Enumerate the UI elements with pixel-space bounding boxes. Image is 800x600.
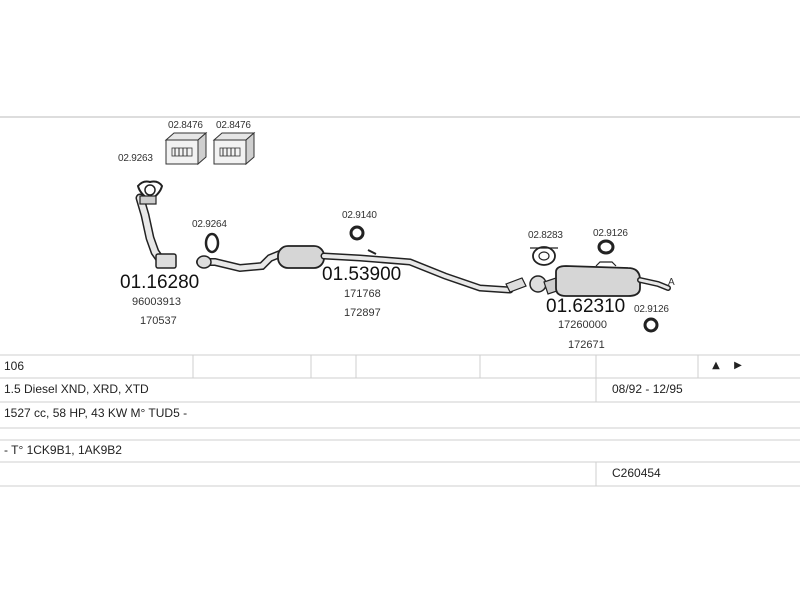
gasket-part-number-1: 02.8476: [168, 120, 203, 131]
pipe-clamp-icon: [530, 246, 558, 266]
front-pipe-part-number: 01.16280: [120, 272, 200, 293]
engine-description: 1.5 Diesel XND, XRD, XTD: [4, 382, 149, 396]
clamp-part-number: 02.8283: [528, 230, 563, 241]
production-years: 08/92 - 12/95: [612, 382, 683, 396]
engine-specs: 1527 cc, 58 HP, 43 KW M° TUD5 -: [4, 406, 188, 420]
center-pipe-oem-ref-1: 171768: [344, 288, 381, 300]
gasket-part-number-2: 02.8476: [216, 120, 251, 131]
mid-gasket-part-number: 02.9264: [192, 219, 227, 230]
info-table-grid: [0, 354, 800, 487]
rear-rubber-top-part-number: 02.9126: [593, 228, 628, 239]
rear-rubber-mount-bottom-icon: [643, 317, 659, 333]
center-pipe-oem-ref-2: 172897: [344, 307, 381, 319]
rear-silencer-oem-ref-2: 172671: [568, 339, 605, 351]
gasket-box-icon-1: [164, 131, 208, 166]
center-pipe-drawing: [196, 245, 527, 294]
oval-gasket-icon: [204, 232, 220, 254]
rear-rubber-mount-top-icon: [597, 239, 615, 255]
exhaust-end-marker: A: [668, 277, 675, 288]
rear-rubber-bottom-part-number: 02.9126: [634, 304, 669, 315]
ring-part-number: 02.9140: [342, 210, 377, 221]
rubber-ring-icon: [349, 225, 365, 241]
front-pipe-oem-ref-2: 170537: [140, 315, 177, 327]
rear-silencer-oem-ref-1: 17260000: [558, 319, 607, 331]
center-pipe-part-number: 01.53900: [322, 264, 402, 285]
kit-code: C260454: [612, 466, 661, 480]
front-pipe-oem-ref-1: 96003913: [132, 296, 181, 308]
front-gasket-part-number: 02.9263: [118, 153, 153, 164]
car-rear-icon: ▶: [734, 360, 742, 371]
engine-type-codes: - T° 1CK9B1, 1AK9B2: [4, 443, 122, 457]
front-pipe-drawing: [135, 193, 177, 269]
rear-silencer-drawing: [529, 261, 671, 297]
car-front-icon: ▲: [712, 360, 720, 371]
rear-silencer-part-number: 01.62310: [546, 296, 626, 317]
gasket-box-icon-2: [212, 131, 256, 166]
vehicle-model: 106: [4, 359, 25, 373]
